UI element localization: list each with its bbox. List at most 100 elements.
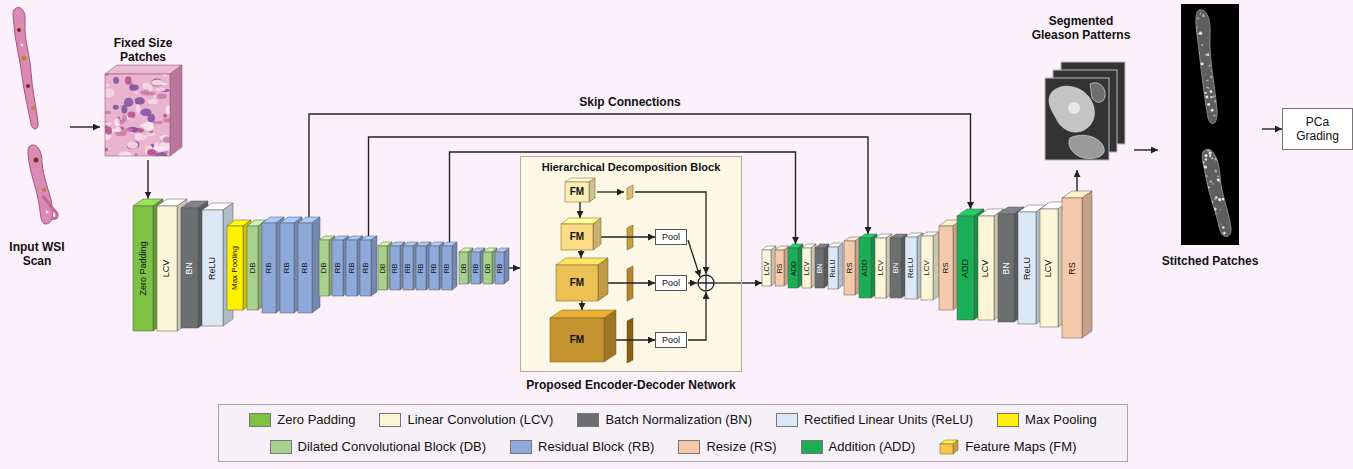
speckle xyxy=(1225,84,1228,87)
cell xyxy=(125,76,131,85)
block-front xyxy=(471,252,480,284)
speckle xyxy=(1192,138,1194,140)
block-front xyxy=(859,238,871,298)
speckle xyxy=(1202,150,1204,152)
legend-item: Resize (RS) xyxy=(678,439,776,454)
speckle xyxy=(1194,155,1196,157)
cell xyxy=(134,91,138,94)
feature-map-label: FM xyxy=(570,278,584,288)
feature-map-cube: FM xyxy=(550,310,616,362)
feature-slice xyxy=(627,185,633,200)
layer-label: RB xyxy=(472,263,479,273)
block-front xyxy=(202,210,223,326)
speckle xyxy=(1204,162,1205,163)
speckle xyxy=(1220,96,1222,98)
legend-text: Resize (RS) xyxy=(706,439,776,454)
cube-front-outline xyxy=(105,74,170,156)
connector xyxy=(509,267,520,268)
block-label-holder: ReLU xyxy=(1018,212,1036,324)
legend-text: Max Pooling xyxy=(1025,412,1097,427)
block-label-holder: RB xyxy=(280,223,294,313)
image-node: Segmented Gleason Patterns xyxy=(1028,14,1134,170)
speckle xyxy=(1218,199,1219,200)
speckle xyxy=(1223,138,1224,139)
speckle xyxy=(1222,162,1225,165)
flow-line xyxy=(688,282,697,283)
image-caption: Fixed Size Patches xyxy=(100,36,186,64)
block-label-holder: FM xyxy=(556,265,598,301)
block-front xyxy=(133,206,153,331)
cell xyxy=(122,115,127,122)
legend-text: Zero Padding xyxy=(277,412,355,427)
layer-block: RB xyxy=(298,217,320,313)
block-label-holder: Zero Padding xyxy=(133,206,153,331)
speckle xyxy=(1204,165,1207,168)
cell xyxy=(136,104,141,113)
speckle xyxy=(1196,53,1198,55)
speckle xyxy=(1191,178,1193,180)
block-front xyxy=(921,236,933,300)
speckle xyxy=(1227,151,1228,152)
speckle xyxy=(1220,72,1223,75)
speckle xyxy=(1226,111,1227,112)
speckle xyxy=(1231,218,1234,221)
cell xyxy=(140,124,151,128)
block-label-holder: BN xyxy=(181,208,198,328)
speckle xyxy=(1211,109,1214,112)
speckle xyxy=(1201,63,1203,65)
block-label-holder: ADD xyxy=(859,238,871,298)
speckle xyxy=(1208,186,1210,188)
flow-line xyxy=(688,240,700,277)
speckle xyxy=(1216,225,1219,228)
speckle xyxy=(1214,157,1217,160)
speckle xyxy=(1227,163,1228,164)
output-box: PCa Grading xyxy=(1282,108,1353,150)
layer-block: RB xyxy=(360,236,377,296)
speckle xyxy=(1217,71,1220,74)
speckle xyxy=(1215,74,1218,77)
stitched-tissue xyxy=(1202,149,1231,236)
block-label-holder: LCV xyxy=(157,206,177,331)
speckle xyxy=(1201,207,1204,210)
speckle xyxy=(1192,56,1193,57)
block-side xyxy=(604,310,616,362)
cell xyxy=(163,136,170,142)
pool-label: Pool xyxy=(660,231,682,243)
speckle xyxy=(1195,132,1197,134)
speckle xyxy=(1218,107,1220,109)
block-front xyxy=(157,206,177,331)
speckle xyxy=(1232,41,1234,43)
speckle xyxy=(1201,63,1204,66)
speckle xyxy=(1226,49,1229,52)
speckle xyxy=(1193,139,1196,142)
block-label-holder: RB xyxy=(262,223,276,313)
speckle xyxy=(1196,118,1198,120)
speckle xyxy=(1200,93,1201,94)
speckle xyxy=(1225,238,1227,240)
speckle xyxy=(1195,150,1198,153)
speckle xyxy=(1220,79,1223,82)
block-front xyxy=(378,246,387,290)
speckle xyxy=(1221,85,1224,88)
speckle xyxy=(1223,48,1226,51)
speckle xyxy=(1195,175,1198,178)
speckle xyxy=(1212,183,1213,184)
speckle xyxy=(1195,203,1197,205)
speckle xyxy=(1196,221,1199,224)
speckle xyxy=(1223,70,1226,73)
block-front xyxy=(1062,198,1082,338)
cell xyxy=(163,74,167,77)
block-label-holder: BN xyxy=(998,214,1014,322)
feature-map-label: FM xyxy=(570,335,584,345)
layer-label: ReLU xyxy=(907,258,915,278)
panel-title: Hierarchical Decomposition Block xyxy=(521,157,741,174)
block-label-holder: BN xyxy=(890,238,901,298)
stitched-image xyxy=(1181,4,1239,245)
legend-item: Rectified Linear Units (ReLU) xyxy=(776,412,973,427)
speckle xyxy=(1232,162,1234,164)
block-front xyxy=(775,250,784,286)
speckle xyxy=(1227,15,1230,18)
layer-block: LCV xyxy=(802,244,816,288)
speckle xyxy=(1192,146,1194,148)
speckle xyxy=(1209,155,1211,157)
